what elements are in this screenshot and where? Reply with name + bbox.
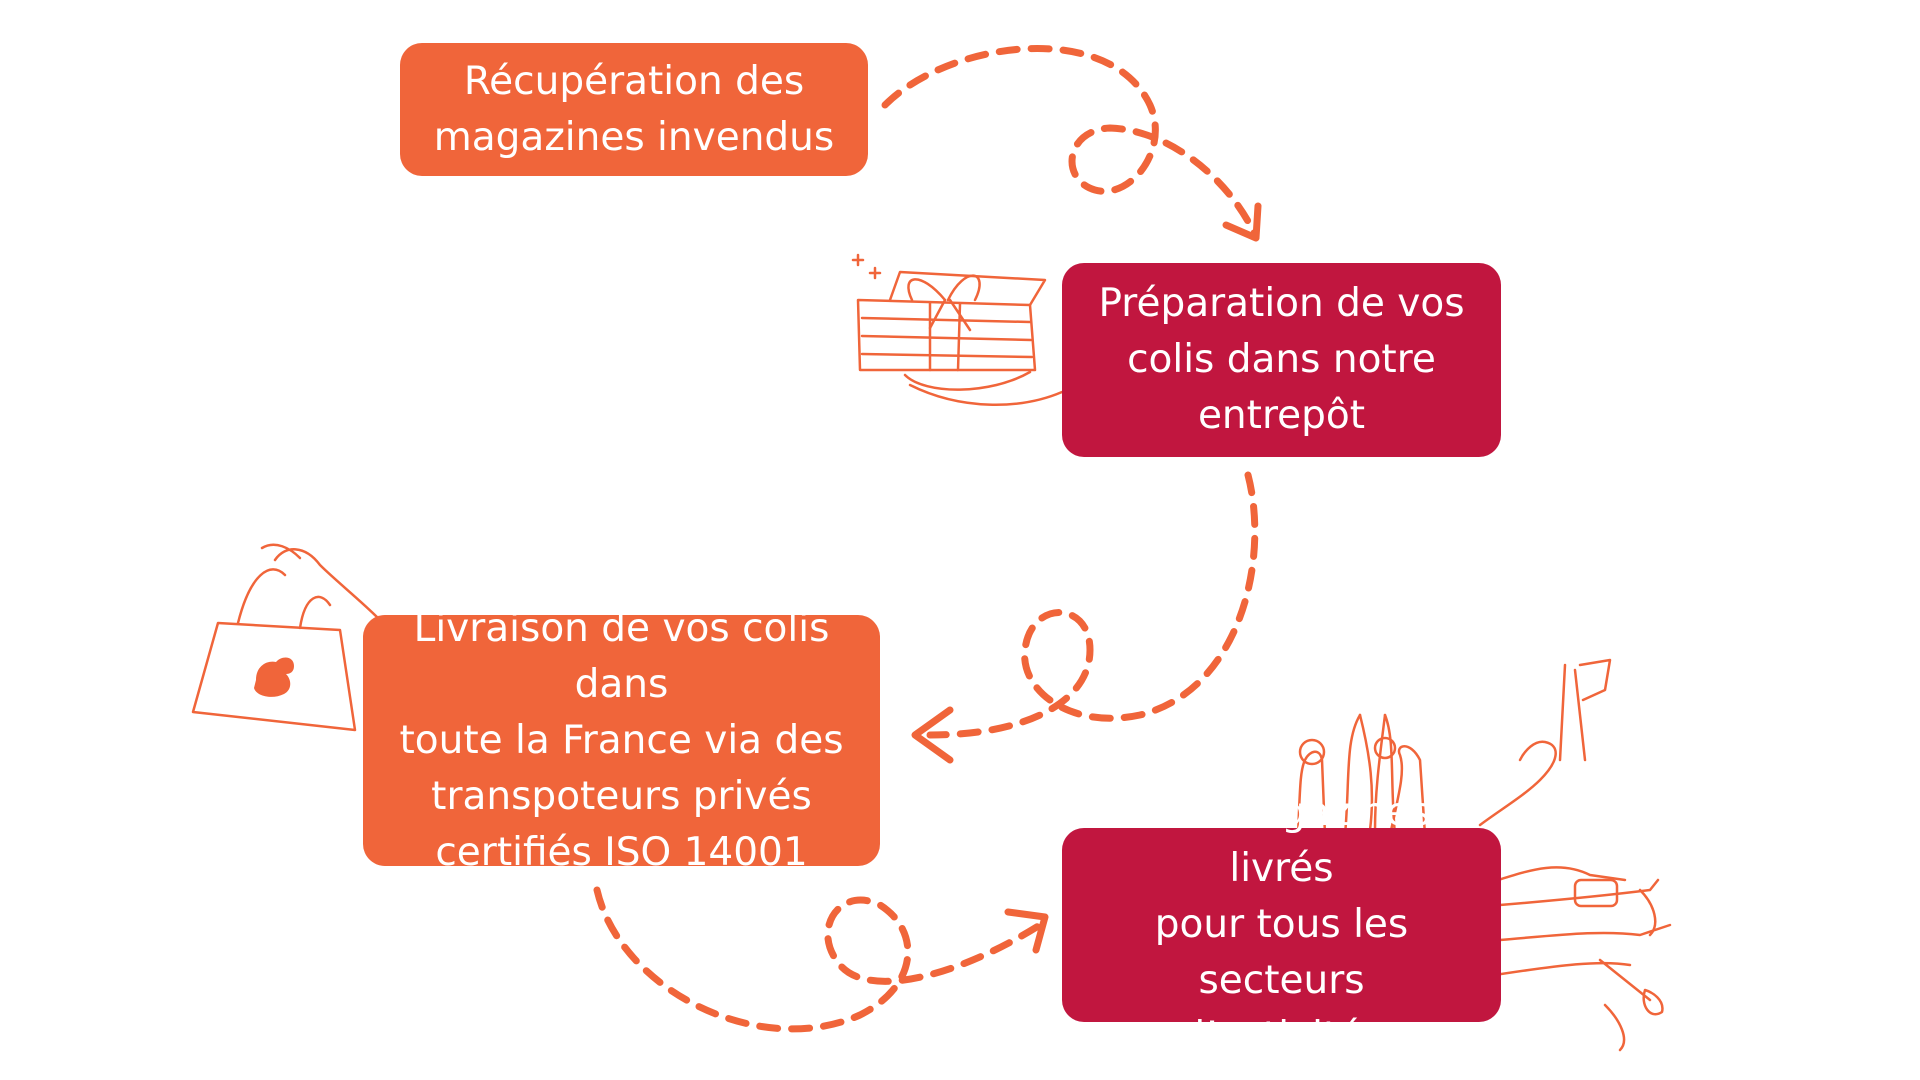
professional-hands-tools-icon: [1296, 658, 1672, 1052]
arrow-3-dashed-path: [593, 886, 1044, 1033]
step-livraison-line-1: Livraison de vos colis dans: [413, 605, 830, 707]
step-preparation-line-2: colis dans notre: [1127, 337, 1436, 382]
arrow-1-dashed-path: [881, 45, 1259, 239]
step-recuperation-line-2: magazines invendus: [433, 114, 835, 160]
duck-icon: [254, 657, 294, 697]
arrow-2-dashed-path: [926, 471, 1259, 739]
step-livraison: Livraison de vos colis dans toute la Fra…: [363, 606, 880, 875]
step-livraison-line-2: toute la France via des: [399, 717, 844, 763]
step-livraison-line-4: certifiés ISO 14001: [435, 829, 808, 875]
arrow-3-head: [1004, 908, 1049, 954]
step-magazines-livres-line-3: d’activités: [1180, 1014, 1383, 1059]
step-recuperation: Récupération des magazines invendus: [400, 43, 868, 176]
step-magazines-livres-line-2: pour tous les secteurs: [1154, 902, 1409, 1003]
step-recuperation-line-1: Récupération des: [463, 58, 805, 104]
step-preparation-line-1: Préparation de vos: [1098, 281, 1465, 326]
step-preparation-line-3: entrepôt: [1197, 393, 1366, 438]
arrow-1-head: [1222, 202, 1262, 242]
step-magazines-livres: Des magazines livrés pour tous les secte…: [1062, 790, 1501, 1059]
step-livraison-line-3: transpoteurs privés: [431, 773, 812, 819]
shopping-bag-duck-icon: [191, 543, 380, 732]
arrow-2-head: [911, 706, 954, 764]
gift-in-hand-icon: [851, 253, 1064, 406]
step-magazines-livres-line-1: Des magazines livrés: [1132, 790, 1431, 891]
step-preparation: Préparation de vos colis dans notre entr…: [1062, 263, 1501, 457]
